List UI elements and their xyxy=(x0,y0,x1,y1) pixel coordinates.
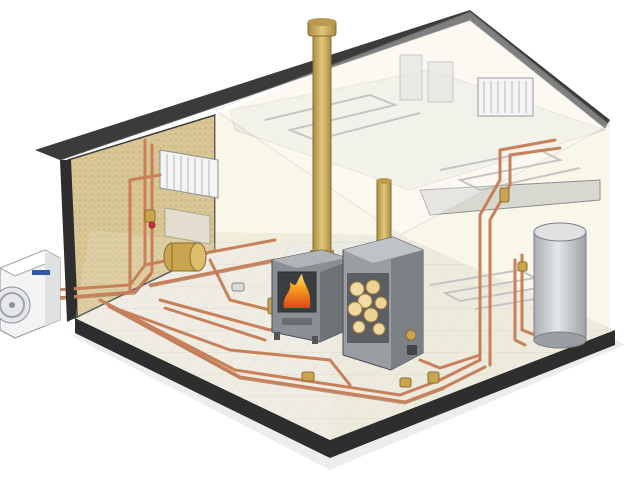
boiler-flue xyxy=(376,178,392,256)
roof xyxy=(35,10,611,236)
firewood-logs xyxy=(347,279,388,336)
pipe-valves xyxy=(144,187,545,388)
upper-storage-units xyxy=(399,54,454,103)
copper-pipework xyxy=(53,138,562,404)
left-wall-edge xyxy=(60,160,75,322)
upper-radiator xyxy=(477,77,534,117)
wood-boiler xyxy=(342,236,424,371)
outdoor-heat-pump xyxy=(0,249,62,339)
wood-stove xyxy=(271,249,348,344)
lower-radiator xyxy=(164,207,211,245)
buffer-tank xyxy=(163,242,207,272)
hot-water-cylinder xyxy=(533,222,587,349)
copper-pipework-shadow xyxy=(54,261,446,405)
fire-flames xyxy=(283,274,311,308)
